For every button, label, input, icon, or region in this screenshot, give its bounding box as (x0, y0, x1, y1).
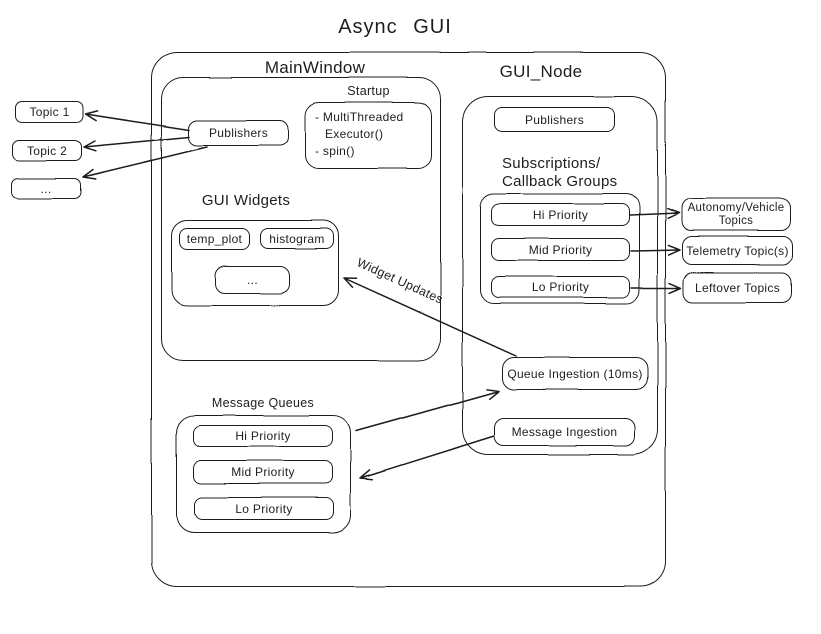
cb-hi-priority-box-label: Hi Priority (491, 203, 630, 226)
histogram-box-label: histogram (260, 228, 334, 249)
topic-more-box-label-text: ... (40, 181, 52, 196)
arrow-publishers-topic2 (83, 136, 190, 152)
publishers-left-box-label: Publishers (188, 120, 289, 146)
cb-lo-priority-box-label: Lo Priority (491, 276, 630, 298)
subscriptions-heading: Subscriptions/ Callback Groups (502, 155, 652, 190)
mq-mid-priority-box-label-text: Mid Priority (231, 465, 295, 479)
publishers-right-box-label: Publishers (494, 107, 615, 132)
message-queues-box (176, 415, 351, 533)
arrow-lo-priority-leftover (630, 282, 682, 294)
topic2-box-label-text: Topic 2 (26, 143, 68, 158)
histogram-box (260, 228, 334, 249)
temp-plot-box (179, 228, 250, 250)
topic2-box (12, 140, 82, 161)
topic-more-box (11, 178, 81, 199)
callback-groups-box (480, 193, 640, 304)
outer-container (151, 52, 666, 587)
topic-more-box-label: ... (11, 178, 81, 199)
publishers-left-box-label-text: Publishers (208, 126, 269, 140)
startup-box (305, 102, 432, 169)
widgets-more-box-label-text: ... (247, 273, 258, 287)
subscriptions-heading-line1: Subscriptions/ (502, 155, 601, 172)
arrow-mid-priority-telemetry (630, 244, 681, 256)
topic1-box-label: Topic 1 (15, 101, 84, 123)
leftover-topics-box-label: Leftover Topics (683, 272, 792, 303)
publishers-right-box (494, 107, 615, 132)
queue-ingestion-box-label-text: Queue Ingestion (10ms) (507, 366, 643, 381)
cb-lo-priority-box (491, 276, 630, 298)
mq-hi-priority-box (193, 425, 333, 447)
startup-line-multithreaded: - MultiThreaded (315, 110, 404, 124)
startup-label: Startup (347, 84, 390, 98)
message-queues-label: Message Queues (211, 396, 315, 410)
queue-ingestion-box (502, 357, 648, 390)
startup-line-spin: - spin() (315, 144, 355, 158)
queue-ingestion-box-label: Queue Ingestion (10ms) (502, 357, 648, 390)
telemetry-topics-box-label: Telemetry Topic(s) (682, 236, 793, 265)
autonomy-topics-box (681, 198, 791, 231)
widget-updates-label: Widget Updates (354, 255, 446, 307)
mq-hi-priority-box-label: Hi Priority (193, 425, 333, 447)
main-window-label: MainWindow (264, 58, 366, 77)
mq-lo-priority-box-label-text: Lo Priority (235, 501, 293, 516)
cb-mid-priority-box-label: Mid Priority (491, 238, 630, 261)
widgets-more-box-label: ... (215, 266, 290, 294)
publishers-left-box (188, 120, 289, 146)
arrow-ingestion-to-queues (359, 435, 495, 480)
autonomy-topics-box-label-text: Autonomy/Vehicle Topics (687, 201, 785, 227)
topic1-box-label-text: Topic 1 (29, 105, 70, 119)
mq-mid-priority-box-label: Mid Priority (193, 460, 333, 484)
cb-mid-priority-box (491, 238, 630, 261)
temp-plot-box-label: temp_plot (179, 228, 250, 250)
arrow-hi-priority-autonomy (629, 207, 680, 220)
gui-node-label: GUI_Node (499, 62, 583, 81)
telemetry-topics-box (682, 236, 793, 265)
gui-widgets-label: GUI Widgets (201, 192, 291, 209)
mq-lo-priority-box (194, 497, 334, 520)
arrow-publishers-topic-more (82, 146, 208, 180)
cb-lo-priority-box-label-text: Lo Priority (531, 280, 590, 294)
gui-node-box (462, 96, 658, 455)
topic2-box-label: Topic 2 (12, 140, 82, 161)
message-ingestion-box-label-text: Message Ingestion (511, 425, 618, 439)
cb-mid-priority-box-label-text: Mid Priority (528, 242, 593, 257)
mq-hi-priority-box-label-text: Hi Priority (235, 429, 291, 443)
startup-line-executor: Executor() (325, 127, 384, 141)
widgets-more-box (215, 266, 290, 294)
arrow-widget-updates (343, 277, 517, 357)
subscriptions-heading-line2: Callback Groups (502, 172, 618, 190)
main-window-box (161, 77, 441, 361)
message-ingestion-box-label: Message Ingestion (494, 418, 635, 446)
mq-lo-priority-box-label: Lo Priority (194, 497, 334, 520)
startup-content: - MultiThreaded Executor() - spin() (315, 109, 430, 160)
topic1-box (15, 101, 84, 123)
publishers-right-box-label-text: Publishers (524, 112, 585, 127)
histogram-box-label-text: histogram (269, 231, 325, 246)
arrow-publishers-topic1 (85, 110, 190, 131)
temp-plot-box-label-text: temp_plot (186, 232, 243, 246)
cb-hi-priority-box-label-text: Hi Priority (532, 207, 589, 222)
leftover-topics-box (683, 272, 792, 303)
leftover-topics-box-label-text: Leftover Topics (695, 280, 780, 295)
autonomy-topics-box-label: Autonomy/Vehicle Topics (681, 198, 791, 231)
telemetry-topics-box-label-text: Telemetry Topic(s) (686, 243, 789, 258)
gui-widgets-box (171, 220, 339, 306)
arrow-queues-to-ingestion (355, 388, 500, 432)
diagram-title: Async GUI (338, 16, 452, 38)
message-ingestion-box (494, 418, 635, 446)
mq-mid-priority-box (193, 460, 333, 484)
